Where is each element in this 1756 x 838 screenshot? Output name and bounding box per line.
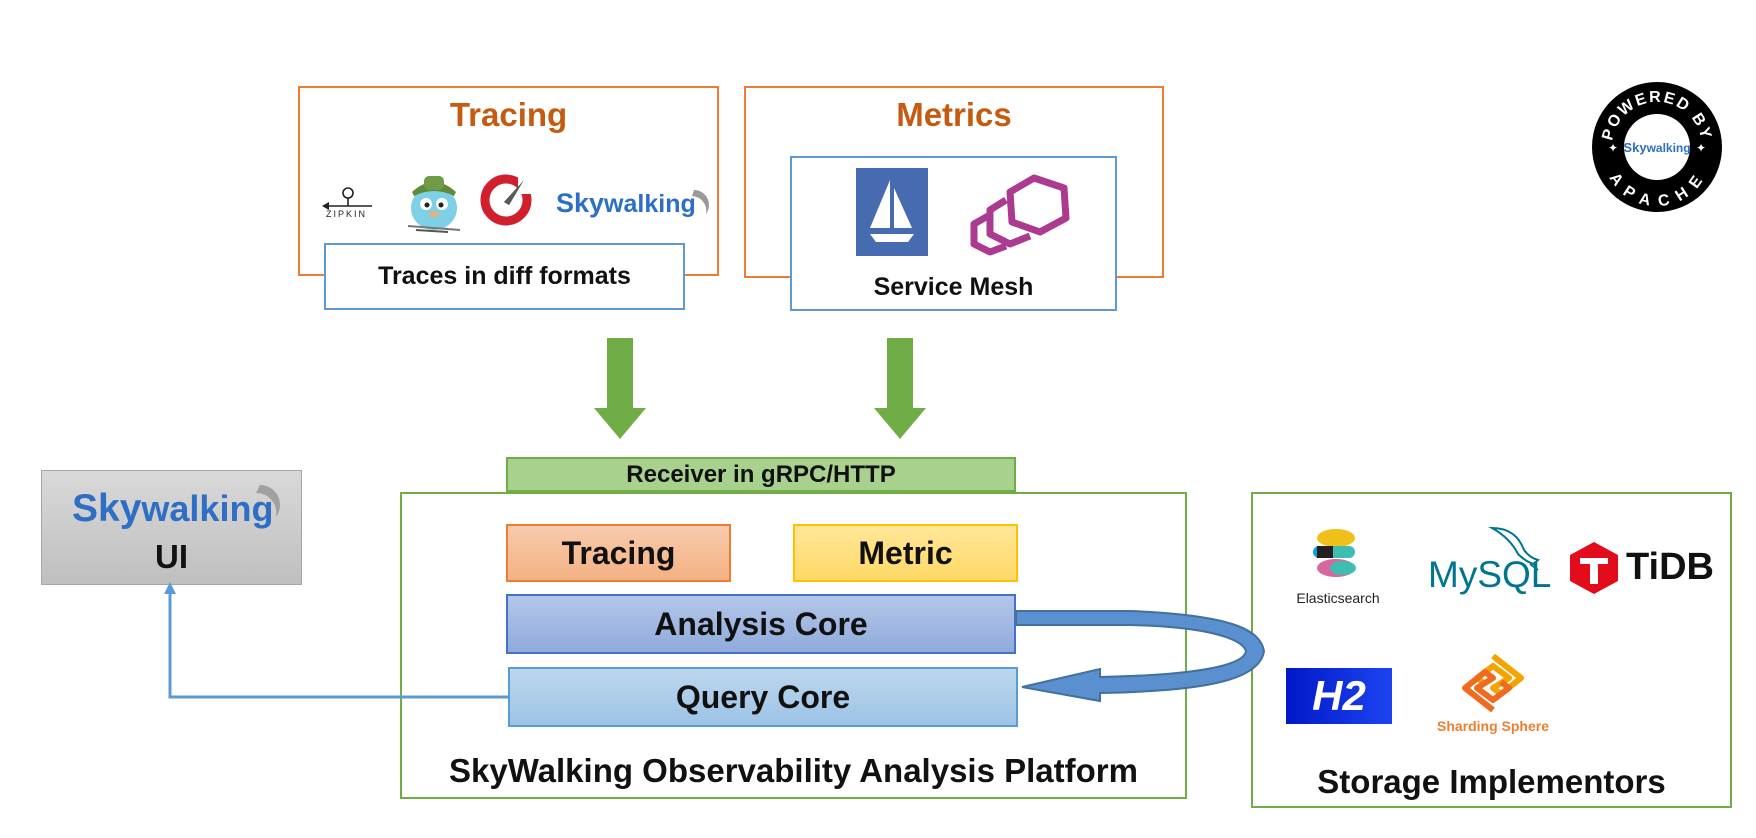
query-core-label: Query Core xyxy=(675,678,851,715)
metric-module-label: Metric xyxy=(858,534,953,571)
svg-text:Skywalking: Skywalking xyxy=(1623,140,1690,155)
metrics-down-arrow xyxy=(874,338,926,440)
metrics-panel-title: Metrics xyxy=(896,96,1012,133)
receiver-label: Receiver in gRPC/HTTP xyxy=(626,460,896,488)
tracing-module-label: Tracing xyxy=(561,534,676,571)
query-core-box: Query Core xyxy=(508,667,1018,727)
metric-module: Metric xyxy=(793,524,1018,582)
analysis-storage-query-curved-arrow xyxy=(1010,605,1270,715)
badge-center-walking: walking xyxy=(1646,141,1691,155)
service-mesh-box: Service Mesh xyxy=(790,156,1117,311)
h2-label: H2 xyxy=(1312,672,1366,719)
mysql-logo: MySQL xyxy=(1424,524,1551,600)
zipkin-label: ZIPKIN xyxy=(326,209,368,219)
query-to-ui-connector xyxy=(160,582,512,702)
tracing-down-arrow xyxy=(594,338,646,440)
tracing-panel-title: Tracing xyxy=(449,96,568,133)
sharding-sphere-label: Sharding Sphere xyxy=(1436,718,1550,734)
tidb-logo: TiDB xyxy=(1568,540,1716,596)
zipkin-logo: ZIPKIN xyxy=(320,186,380,222)
gauge-logo-icon xyxy=(478,172,534,228)
h2-logo: H2 xyxy=(1286,668,1392,724)
traces-diff-formats-box: Traces in diff formats xyxy=(324,243,685,310)
powered-by-apache-badge: POWERED BY APACHE ✦ ✦ Skywalking xyxy=(1590,80,1724,214)
platform-title: SkyWalking Observability Analysis Platfo… xyxy=(449,752,1138,789)
mysql-label: MySQL xyxy=(1428,554,1552,595)
jaeger-gopher-icon xyxy=(402,168,466,234)
svg-text:✦: ✦ xyxy=(1696,141,1706,155)
skywalking-logo-sky: Sky xyxy=(556,188,605,218)
tidb-label: TiDB xyxy=(1626,546,1714,588)
envoy-logo-icon xyxy=(968,172,1074,256)
skywalking-logo: Skywalking xyxy=(556,184,716,224)
elasticsearch-label: Elasticsearch xyxy=(1296,590,1380,606)
istio-logo-icon xyxy=(856,168,928,256)
service-mesh-label: Service Mesh xyxy=(873,272,1034,301)
ui-logo-sky: Sky xyxy=(72,487,142,530)
storage-title: Storage Implementors xyxy=(1317,763,1666,800)
tracing-panel: Tracing ZIPKIN xyxy=(298,86,719,276)
receiver-box: Receiver in gRPC/HTTP xyxy=(506,457,1016,492)
skywalking-logo-walking: walking xyxy=(604,190,696,218)
ui-box: Skywalking UI xyxy=(41,470,302,585)
tracing-module: Tracing xyxy=(506,524,731,582)
svg-text:✦: ✦ xyxy=(1608,141,1618,155)
traces-diff-formats-label: Traces in diff formats xyxy=(378,262,631,290)
ui-logo-walking: walking xyxy=(141,488,274,529)
analysis-core-label: Analysis Core xyxy=(654,605,868,642)
ui-label: UI xyxy=(155,538,188,575)
elasticsearch-logo: Elasticsearch xyxy=(1288,528,1388,608)
analysis-platform-frame xyxy=(400,492,1187,799)
analysis-core-box: Analysis Core xyxy=(506,594,1016,654)
badge-center-sky: Sky xyxy=(1623,140,1647,155)
sharding-sphere-logo: Sharding Sphere xyxy=(1428,654,1558,738)
